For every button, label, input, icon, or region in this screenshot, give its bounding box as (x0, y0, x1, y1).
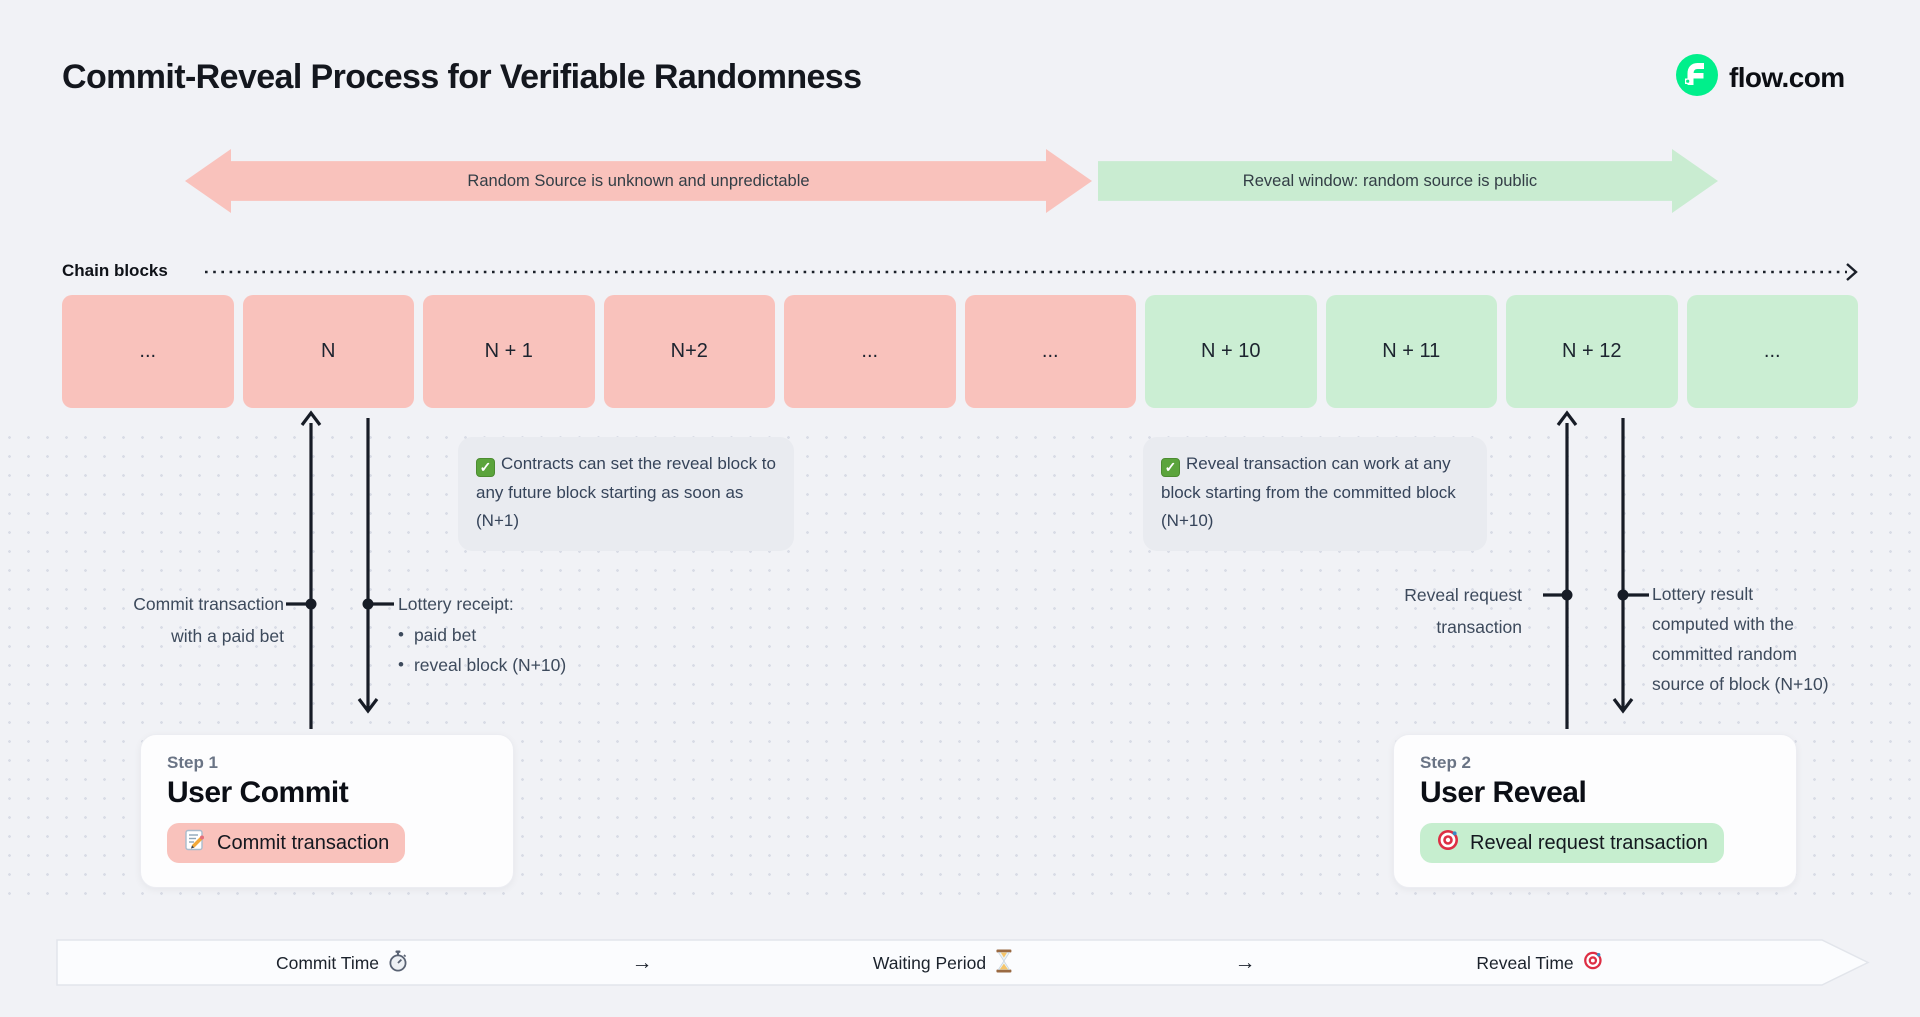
memo-icon (183, 828, 207, 858)
step-title: User Reveal (1420, 776, 1587, 809)
bullet-icon: • (398, 625, 404, 644)
brand-name: flow.com (1729, 61, 1845, 93)
block-label: N + 10 (1201, 340, 1261, 362)
label-line: source of block (N+10) (1652, 674, 1829, 694)
chain-block: N + 10 (1145, 295, 1317, 408)
step-1-card: Step 1 User Commit Commit transaction (140, 734, 514, 888)
block-label: ... (861, 340, 879, 362)
note-text: Reveal transaction can work at any block… (1161, 454, 1456, 530)
check-icon: ✓ (476, 457, 495, 477)
label-line: with a paid bet (171, 626, 284, 646)
pill-label: Reveal request transaction (1470, 831, 1708, 854)
timeline-label: Waiting Period (872, 952, 987, 973)
stopwatch-icon (388, 950, 408, 977)
receipt-bullet: • paid bet (398, 620, 566, 650)
bullet-text: paid bet (413, 625, 477, 645)
check-icon: ✓ (1161, 457, 1180, 477)
label-line: Reveal request (1404, 585, 1522, 605)
note-commit-window: ✓Contracts can set the reveal block to a… (458, 437, 794, 551)
target-icon (1436, 828, 1460, 858)
target-icon (1583, 950, 1604, 976)
unknown-window-banner: Random Source is unknown and unpredictab… (185, 149, 1092, 213)
bullet-text: reveal block (N+10) (413, 655, 567, 675)
chain-blocks-row: ... N N + 1 N+2 ... ... N + 10 N + 11 N … (62, 295, 1858, 408)
timeline-commit-time: Commit Time (276, 949, 408, 977)
reveal-request-label: Reveal request transaction (1318, 579, 1522, 643)
step-kicker: Step 1 (167, 753, 219, 772)
chain-block: N + 1 (423, 295, 595, 408)
chain-block: N + 12 (1506, 295, 1678, 408)
block-label: ... (139, 340, 157, 362)
note-reveal-window: ✓Reveal transaction can work at any bloc… (1143, 437, 1487, 551)
chain-block: ... (784, 295, 956, 408)
block-label: N + 11 (1382, 340, 1441, 362)
block-label: N + 1 (484, 340, 533, 362)
block-label: N+2 (670, 340, 708, 362)
chain-axis-dotted-arrow (205, 263, 1858, 281)
chain-block: ... (964, 295, 1136, 408)
label-line: transaction (1436, 617, 1522, 637)
reveal-window-label: Reveal window: random source is public (1242, 171, 1538, 190)
lottery-result-label: Lottery result computed with the committ… (1652, 579, 1829, 699)
timeline-arrow: → (632, 949, 653, 977)
step-2-card: Step 2 User Reveal Reveal request transa… (1393, 734, 1797, 888)
note-text: Contracts can set the reveal block to an… (476, 454, 776, 530)
label-line: committed random (1652, 644, 1797, 664)
block-label: ... (1041, 340, 1059, 362)
lottery-receipt-label: Lottery receipt: • paid bet • reveal blo… (398, 588, 566, 680)
label-line: Commit transaction (133, 594, 284, 614)
step-kicker: Step 2 (1420, 753, 1472, 772)
chain-block: N+2 (603, 295, 775, 408)
chain-blocks-label: Chain blocks (62, 261, 168, 280)
arrow-right-icon: → (1234, 951, 1256, 974)
reveal-window-banner: Reveal window: random source is public (1098, 149, 1718, 213)
timeline-label: Commit Time (275, 952, 380, 973)
pill-label: Commit transaction (217, 831, 390, 854)
commit-transaction-label: Commit transaction with a paid bet (62, 588, 284, 652)
label-line: computed with the (1652, 614, 1795, 634)
receipt-bullet: • reveal block (N+10) (398, 650, 566, 680)
timeline-label: Reveal Time (1476, 952, 1574, 973)
flow-brand-link[interactable]: flow.com (1676, 54, 1845, 101)
chain-block: N + 11 (1325, 295, 1497, 408)
page-title: Commit-Reveal Process for Verifiable Ran… (62, 58, 862, 96)
timeline-waiting-period: Waiting Period (873, 949, 1013, 977)
label-line: Lottery receipt: (398, 594, 514, 614)
reveal-request-pill: Reveal request transaction (1420, 823, 1724, 863)
label-line: Lottery result (1652, 584, 1754, 604)
chain-block: ... (62, 295, 234, 408)
chain-block: N (242, 295, 414, 408)
commit-transaction-pill: Commit transaction (167, 823, 406, 863)
flow-logo-icon (1676, 54, 1718, 101)
block-label: N + 12 (1562, 340, 1622, 362)
hourglass-icon (995, 949, 1013, 978)
timeline-arrow: → (1235, 949, 1256, 977)
chain-block: ... (1686, 295, 1858, 408)
bullet-icon: • (398, 655, 404, 674)
block-label: N (321, 340, 336, 362)
timeline-reveal-time: Reveal Time (1476, 949, 1603, 977)
arrow-right-icon: → (631, 951, 653, 974)
unknown-window-label: Random Source is unknown and unpredictab… (467, 171, 810, 190)
block-label: ... (1763, 340, 1781, 362)
step-title: User Commit (167, 776, 349, 809)
